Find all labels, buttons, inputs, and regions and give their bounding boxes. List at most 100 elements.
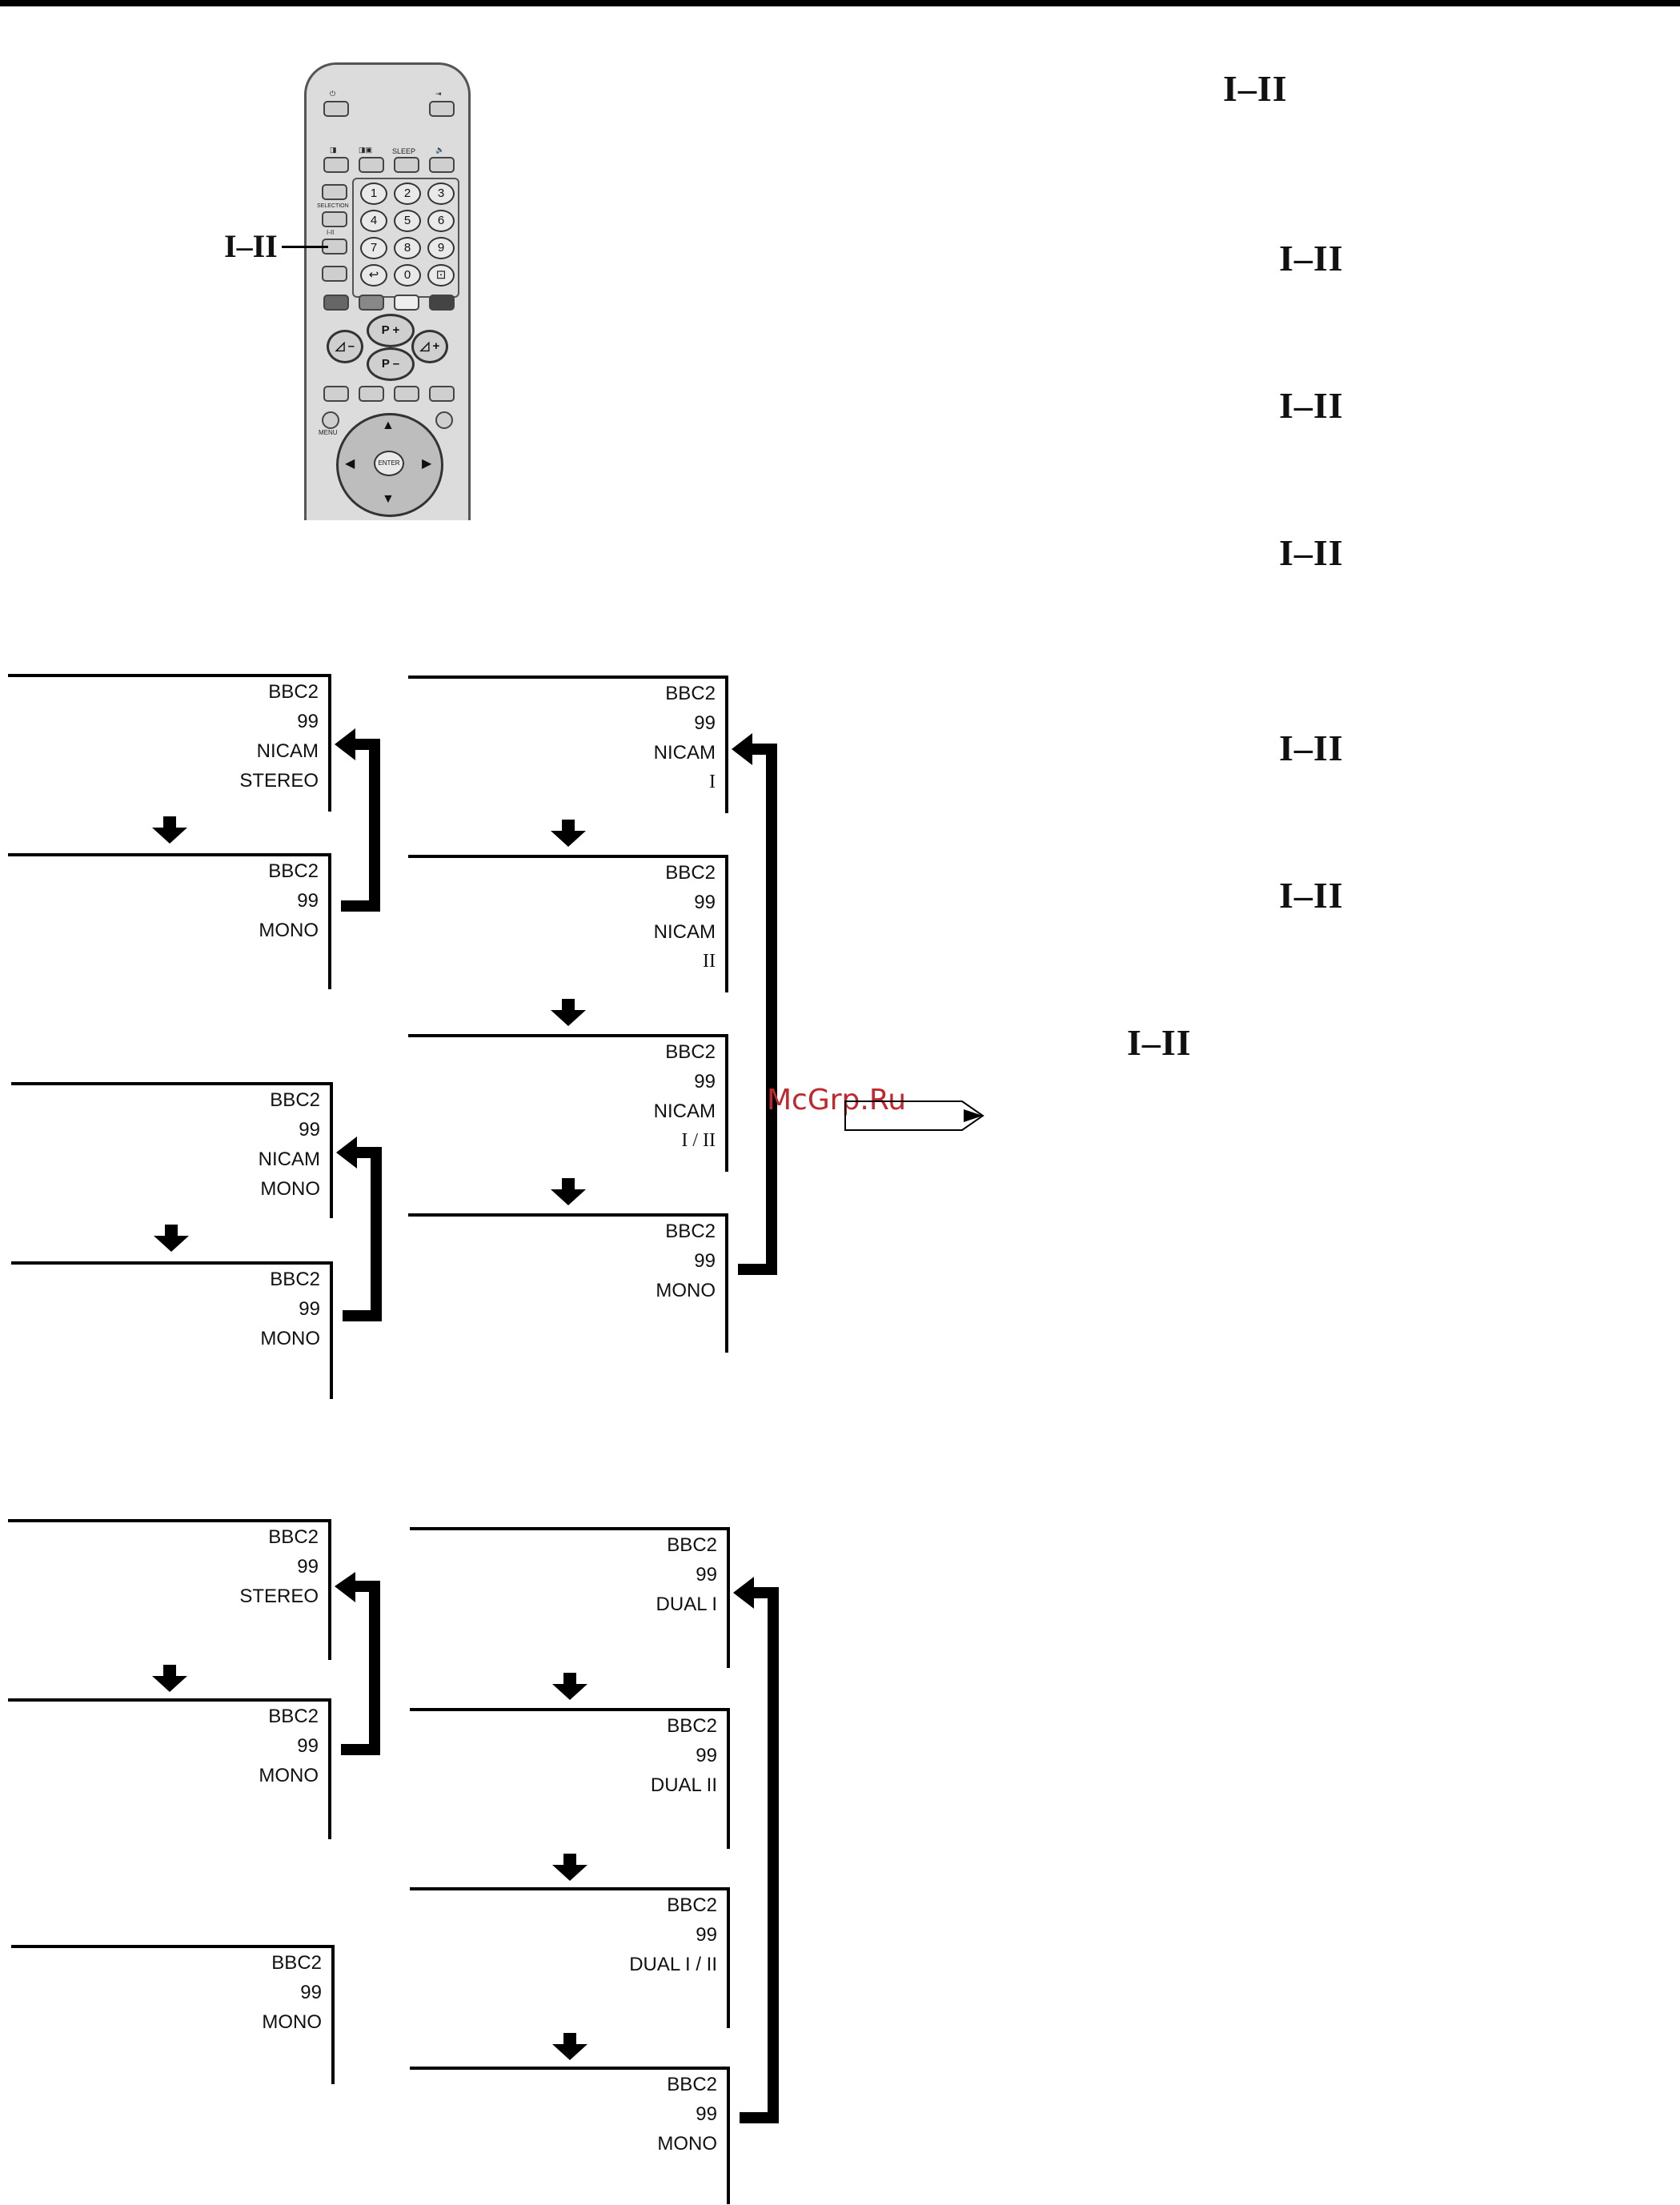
channel-name: BBC2 bbox=[268, 860, 319, 882]
cycle-bracket bbox=[336, 1137, 382, 1321]
sound-system: NICAM bbox=[258, 1149, 320, 1170]
side-button-1 bbox=[322, 184, 347, 200]
up-arrow-icon: ▲ bbox=[382, 419, 395, 432]
side-button-4 bbox=[322, 266, 347, 282]
sound-mode: STEREO bbox=[239, 1586, 319, 1607]
osd-panel: BBC2 99 MONO bbox=[8, 853, 331, 989]
function-button-2 bbox=[359, 386, 384, 402]
osd-panel: BBC2 99 MONO bbox=[8, 1698, 331, 1839]
program-number: 99 bbox=[696, 1564, 717, 1586]
sound-mode: I / II bbox=[681, 1130, 716, 1151]
channel-name: BBC2 bbox=[665, 1041, 716, 1063]
channel-name: BBC2 bbox=[665, 1221, 716, 1242]
channel-name: BBC2 bbox=[667, 1894, 717, 1916]
key-3: 3 bbox=[427, 182, 455, 205]
power-icon: ⏻ bbox=[330, 90, 336, 98]
program-number: 99 bbox=[297, 1735, 319, 1757]
channel-name: BBC2 bbox=[665, 862, 716, 884]
top-row-button-4 bbox=[429, 157, 455, 173]
osd-panel: BBC2 99 NICAM MONO bbox=[11, 1082, 333, 1218]
top-row-button-1 bbox=[323, 157, 349, 173]
mode-symbol-4: I–II bbox=[1279, 532, 1344, 573]
top-row-button-2 bbox=[359, 157, 384, 173]
color-button-yellow bbox=[394, 295, 419, 311]
sound-system: NICAM bbox=[653, 742, 716, 764]
program-number: 99 bbox=[696, 1924, 717, 1946]
key-1: 1 bbox=[360, 182, 387, 205]
function-button-4 bbox=[429, 386, 455, 402]
sound-system: NICAM bbox=[653, 1100, 716, 1122]
key-2: 2 bbox=[394, 182, 421, 205]
cycle-bracket bbox=[335, 1572, 380, 1755]
channel-name: BBC2 bbox=[271, 1952, 322, 1974]
side-button-2 bbox=[322, 211, 347, 227]
volume-down-button: ◿ – bbox=[327, 330, 363, 363]
mode-button-label: I-II bbox=[327, 229, 335, 236]
input-button bbox=[429, 101, 455, 117]
sound-mode: MONO bbox=[260, 1328, 320, 1349]
channel-name: BBC2 bbox=[665, 683, 716, 704]
sound-mode: MONO bbox=[262, 2011, 322, 2033]
contrast-icon: ◨ bbox=[330, 146, 337, 154]
sound-mode: DUAL I / II bbox=[629, 1954, 717, 1975]
channel-name: BBC2 bbox=[270, 1269, 320, 1290]
picture-icon: ◨▣ bbox=[359, 146, 373, 154]
volume-up-button: ◿ + bbox=[411, 330, 448, 363]
osd-panel: BBC2 99 DUAL II bbox=[410, 1708, 730, 1849]
program-down-button: P – bbox=[367, 347, 415, 381]
mode-symbol-5: I–II bbox=[1279, 728, 1344, 768]
cycle-bracket bbox=[335, 728, 380, 912]
callout-leader-line bbox=[282, 246, 328, 248]
program-number: 99 bbox=[694, 1250, 716, 1272]
program-number: 99 bbox=[300, 1982, 322, 2003]
input-icon: ⇥ bbox=[435, 90, 442, 98]
sound-system: NICAM bbox=[653, 921, 716, 943]
osd-panel: BBC2 99 NICAM I bbox=[408, 676, 728, 813]
osd-panel: BBC2 99 NICAM STEREO bbox=[8, 674, 331, 812]
top-row-button-3 bbox=[394, 157, 419, 173]
color-button-blue bbox=[429, 295, 455, 311]
top-rule bbox=[0, 0, 1680, 6]
navigation-pad: ▲ ▼ ◀ ▶ ENTER bbox=[336, 413, 443, 517]
right-arrow-icon: ▶ bbox=[422, 457, 432, 471]
program-number: 99 bbox=[694, 1071, 716, 1092]
mode-symbol-3: I–II bbox=[1279, 385, 1344, 426]
mode-symbol-1: I–II bbox=[1223, 68, 1288, 109]
osd-panel: BBC2 99 DUAL I / II bbox=[410, 1887, 730, 2028]
cycle-bracket bbox=[733, 1577, 779, 2123]
mode-symbol-2: I–II bbox=[1279, 238, 1344, 279]
sound-mode: II bbox=[703, 951, 716, 972]
sleep-label: SLEEP bbox=[392, 147, 416, 155]
program-number: 99 bbox=[299, 1119, 320, 1141]
left-arrow-icon: ◀ bbox=[345, 457, 355, 471]
program-number: 99 bbox=[696, 2103, 717, 2125]
osd-panel: BBC2 99 MONO bbox=[410, 2067, 730, 2204]
sound-mode: MONO bbox=[259, 1765, 319, 1786]
program-number: 99 bbox=[694, 712, 716, 734]
mode-symbol-7: I–II bbox=[1127, 1022, 1192, 1063]
key-info: ⊡ bbox=[427, 264, 455, 287]
key-7: 7 bbox=[360, 237, 387, 259]
channel-name: BBC2 bbox=[667, 1715, 717, 1737]
sound-mode: MONO bbox=[259, 920, 319, 941]
key-back: ↩ bbox=[360, 264, 387, 287]
watermark-text: McGrp.Ru bbox=[767, 1084, 907, 1117]
sound-mode: MONO bbox=[260, 1178, 320, 1200]
power-button bbox=[323, 101, 349, 117]
channel-name: BBC2 bbox=[270, 1089, 320, 1111]
channel-name: BBC2 bbox=[667, 1534, 717, 1556]
program-number: 99 bbox=[696, 1745, 717, 1766]
osd-panel: BBC2 99 NICAM II bbox=[408, 855, 728, 992]
osd-panel: BBC2 99 STEREO bbox=[8, 1519, 331, 1660]
mute-icon: 🔈 bbox=[435, 146, 445, 154]
down-arrow-icon: ▼ bbox=[382, 492, 395, 506]
program-number: 99 bbox=[297, 1556, 319, 1578]
enter-button: ENTER bbox=[374, 451, 404, 476]
pointer-arrow bbox=[844, 1100, 984, 1131]
cycle-bracket bbox=[732, 733, 777, 1275]
channel-name: BBC2 bbox=[268, 681, 319, 703]
mode-symbol-6: I–II bbox=[1279, 875, 1344, 916]
menu-button bbox=[322, 411, 339, 429]
osd-panel: BBC2 99 NICAM I / II bbox=[408, 1034, 728, 1172]
program-number: 99 bbox=[297, 890, 319, 912]
